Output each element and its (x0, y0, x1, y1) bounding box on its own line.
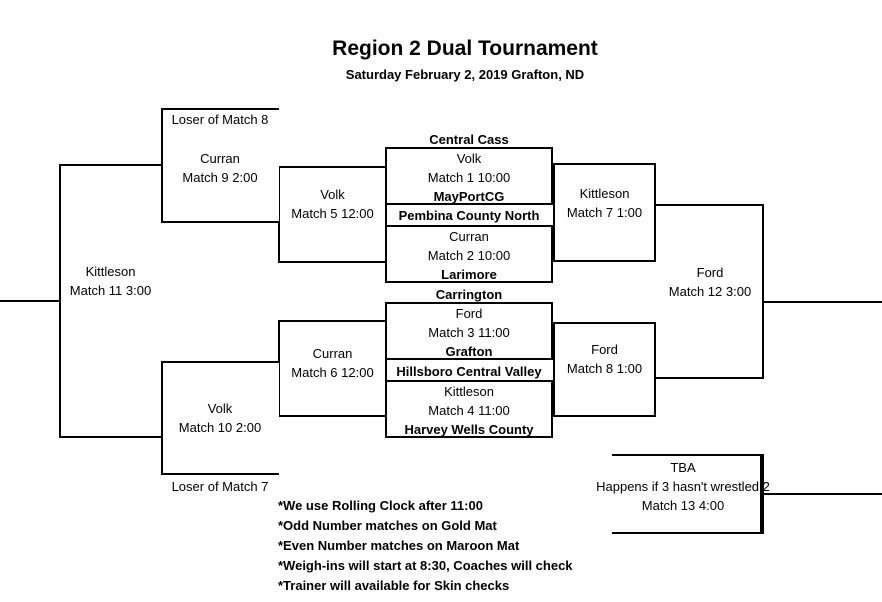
m4-official: Kittleson (444, 384, 494, 399)
match-8-box (553, 322, 656, 417)
m8-output-line (656, 377, 764, 379)
match-6-box (278, 320, 387, 417)
m8-official: Ford (591, 342, 618, 357)
m3-official: Ford (455, 306, 483, 321)
m5-text: Volk Match 5 12:00 (278, 185, 387, 223)
m6-label: Match 6 12:00 (291, 365, 374, 380)
m13-condition: Happens if 3 hasn't wrestled 2 (596, 479, 770, 494)
match-5-box (278, 166, 387, 263)
m3-top-team: Carrington (435, 287, 503, 302)
m11-text: Kittleson Match 11 3:00 (55, 262, 166, 300)
m9-official: Curran (200, 151, 240, 166)
m13-text: TBA Happens if 3 hasn't wrestled 2 Match… (570, 458, 796, 515)
m1-bottom-team: MayPortCG (433, 189, 505, 204)
m9-feeder: Loser of Match 8 (171, 112, 269, 127)
m2-bottom-team: Larimore (441, 267, 497, 282)
m10-official: Volk (207, 401, 233, 416)
footer-notes: *We use Rolling Clock after 11:00 *Odd N… (278, 496, 573, 596)
m3-bottom-team: Grafton (445, 344, 493, 359)
m3-label: Match 3 11:00 (428, 325, 510, 340)
m13-output-line (762, 493, 882, 495)
page-subtitle: Saturday February 2, 2019 Grafton, ND (345, 67, 585, 82)
m13-bottom-line (612, 532, 764, 534)
m9-label: Match 9 2:00 (182, 170, 258, 185)
m13-tba: TBA (670, 460, 696, 475)
m11-bottom-line (59, 436, 163, 438)
m2-top-team: Pembina County North (398, 208, 540, 223)
m7-label: Match 7 1:00 (566, 205, 643, 220)
note-maroon-mat: *Even Number matches on Maroon Mat (278, 538, 520, 553)
m13-label: Match 13 4:00 (641, 498, 725, 513)
m1-official: Volk (456, 151, 482, 166)
m6-text: Curran Match 6 12:00 (278, 344, 387, 382)
m2-label: Match 2 10:00 (427, 248, 511, 263)
m1-top-team: Central Cass (429, 132, 509, 147)
m6-official: Curran (312, 346, 353, 361)
match-7-box (553, 163, 656, 262)
m7-text: Kittleson Match 7 1:00 (553, 184, 656, 222)
m2-official: Curran (449, 229, 489, 244)
match-3-box: Ford Match 3 11:00 Grafton (385, 302, 553, 360)
m5-label: Match 5 12:00 (291, 206, 374, 221)
m5-official: Volk (320, 187, 345, 202)
m7-output-line (656, 204, 764, 206)
m9-text: Curran Match 9 2:00 (161, 149, 279, 187)
m8-text: Ford Match 8 1:00 (553, 340, 656, 378)
m11-top-line (59, 164, 163, 166)
m12-official: Ford (696, 265, 724, 280)
m4-label: Match 4 11:00 (428, 403, 510, 418)
m10-label: Match 10 2:00 (178, 420, 262, 435)
m12-text: Ford Match 12 3:00 (656, 263, 764, 301)
m13-top-line (612, 454, 764, 456)
match-9-box (161, 108, 279, 223)
m11-official: Kittleson (85, 264, 136, 279)
note-rolling-clock: *We use Rolling Clock after 11:00 (278, 498, 483, 513)
note-gold-mat: *Odd Number matches on Gold Mat (278, 518, 497, 533)
match-2-box: Curran Match 2 10:00 Larimore (385, 225, 553, 283)
match-1-box: Volk Match 1 10:00 MayPortCG (385, 147, 553, 205)
m8-label: Match 8 1:00 (566, 361, 643, 376)
m12-label: Match 12 3:00 (668, 284, 752, 299)
page-title: Region 2 Dual Tournament (332, 37, 598, 60)
m4-bottom-team: Harvey Wells County (404, 422, 534, 437)
m12-output-line (762, 301, 882, 303)
m12-vertical-line (762, 204, 764, 379)
m10-feeder: Loser of Match 7 (171, 479, 269, 494)
m11-label: Match 11 3:00 (69, 283, 152, 298)
note-weigh-ins: *Weigh-ins will start at 8:30, Coaches w… (278, 558, 573, 573)
note-trainer: *Trainer will available for Skin checks (278, 578, 510, 593)
m7-official: Kittleson (579, 186, 630, 201)
m10-text: Volk Match 10 2:00 (161, 399, 279, 437)
match-10-box (161, 361, 279, 475)
m1-label: Match 1 10:00 (427, 170, 511, 185)
match-4-box: Kittleson Match 4 11:00 Harvey Wells Cou… (385, 380, 553, 438)
m11-output-line (0, 300, 61, 302)
m4-top-team: Hillsboro Central Valley (396, 364, 542, 379)
